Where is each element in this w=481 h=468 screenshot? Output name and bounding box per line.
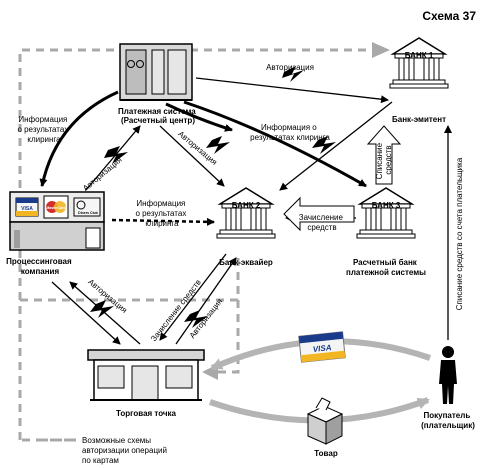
label-clearing-center: Информация о результатах клиринга bbox=[250, 123, 330, 142]
svg-text:VISA: VISA bbox=[312, 343, 332, 354]
mastercard-icon: MasterCard bbox=[43, 195, 69, 219]
bank2-icon bbox=[216, 187, 276, 239]
solid-arrows bbox=[39, 77, 452, 345]
bank3-label: БАНК 3 bbox=[372, 201, 401, 210]
buyer-visa-card-icon: VISA bbox=[298, 331, 346, 363]
payment-system-label: Платежная система (Расчетный центр) bbox=[118, 107, 198, 125]
label-debit-account: Списание средств со счета плательщика bbox=[455, 157, 464, 310]
shop-icon bbox=[87, 349, 205, 401]
label-auth-left: Авторизация bbox=[81, 155, 123, 193]
dashed-arrow-head bbox=[372, 42, 390, 58]
bank3-icon bbox=[356, 187, 416, 239]
svg-text:Diners Club: Diners Club bbox=[78, 211, 98, 215]
processing-label: Процессинговая компания bbox=[6, 257, 74, 276]
buyer-person-icon bbox=[439, 346, 457, 404]
bank1-name: Банк-эмитент bbox=[392, 115, 446, 124]
buyer-label: Покупатель (плательщик) bbox=[421, 411, 475, 430]
bank2-name: Банк-эквайер bbox=[219, 258, 273, 267]
bank1-label: БАНК 1 bbox=[405, 51, 434, 60]
hollow-arrow-debit bbox=[366, 125, 402, 185]
visa-card-icon: VISA bbox=[15, 197, 39, 217]
bank1-icon bbox=[389, 37, 449, 89]
label-auth-top: Авторизация bbox=[266, 63, 314, 72]
goods-label: Товар bbox=[314, 449, 338, 458]
diners-card-icon: Diners Club bbox=[73, 197, 101, 217]
hollow-arrow-crediting bbox=[283, 196, 355, 232]
bank2-label: БАНК 2 bbox=[232, 201, 261, 210]
payment-system-server-icon bbox=[119, 43, 193, 101]
shop-label: Торговая точка bbox=[116, 409, 177, 418]
legend-text: Возможные схемы авторизации операций по … bbox=[82, 436, 169, 465]
bank3-name: Расчетный банк платежной системы bbox=[346, 258, 426, 277]
label-crediting: Зачисление средств bbox=[299, 213, 345, 232]
label-debiting: Списание средств bbox=[375, 141, 393, 180]
svg-text:MasterCard: MasterCard bbox=[46, 206, 65, 210]
goods-box-icon bbox=[306, 397, 344, 445]
label-clearing-proc: Информация о результатах клиринга bbox=[135, 199, 188, 228]
label-clearing-left: Информация о результатах клиринга bbox=[17, 115, 70, 144]
scheme-title: Схема 37 bbox=[422, 9, 476, 23]
svg-text:VISA: VISA bbox=[21, 206, 33, 212]
lightning-icons bbox=[90, 66, 336, 328]
